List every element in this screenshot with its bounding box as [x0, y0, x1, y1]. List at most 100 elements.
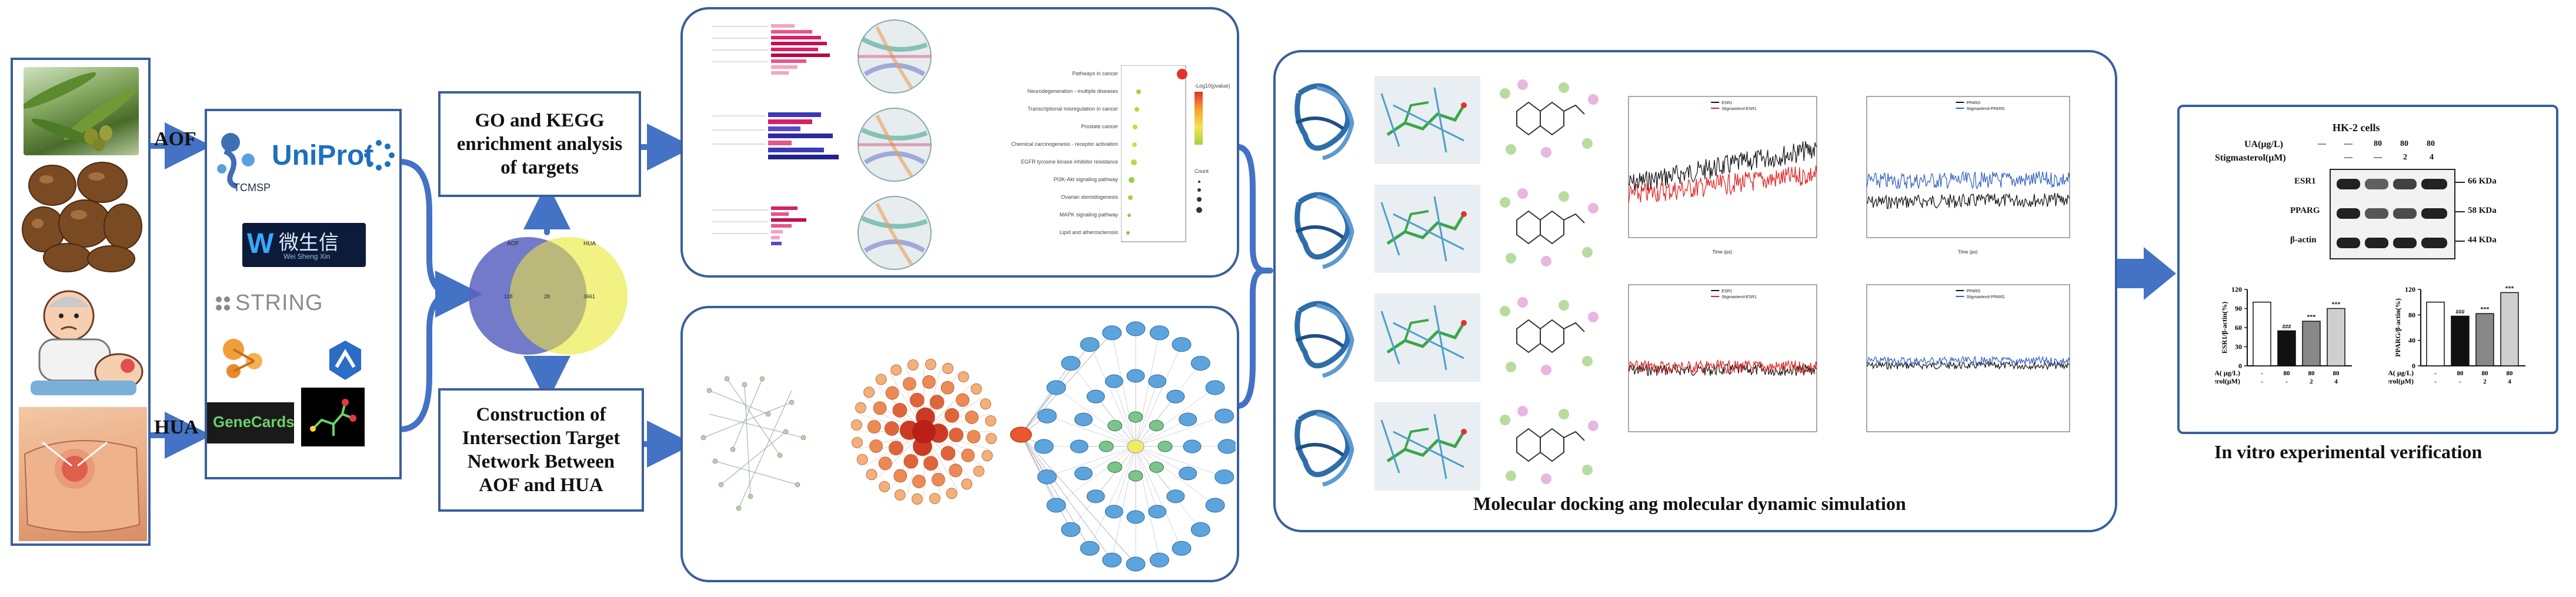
hub-node	[907, 359, 919, 371]
bar-significance: ***	[2307, 314, 2316, 321]
venn-overlap-count: 28	[544, 294, 550, 299]
hub-node	[903, 377, 916, 391]
hub-node	[912, 420, 936, 443]
genecards-logo: GeneCards	[207, 402, 295, 443]
docking-images	[1287, 70, 1629, 517]
go-chord-diagrams	[857, 19, 932, 270]
2d-interaction-map	[1500, 188, 1599, 266]
hub-node	[949, 428, 964, 442]
target-node	[1070, 439, 1089, 453]
bar-y-tick: 40	[2408, 336, 2415, 345]
hub-node	[942, 363, 954, 374]
target-node	[1190, 522, 1210, 537]
kegg-pathway-label: MAPK signaling pathway	[1059, 212, 1118, 218]
wb-weight-esr1: 66 KDa	[2468, 176, 2497, 186]
target-node	[1179, 466, 1197, 481]
tcmsp-logo	[213, 128, 266, 192]
kegg-bubble	[1129, 177, 1134, 183]
bar-x-ua: 80	[2333, 370, 2340, 377]
target-node	[1217, 439, 1236, 454]
bar-significance: ###	[2456, 309, 2465, 316]
invitro-caption: In vitro experimental verification	[2214, 441, 2482, 462]
hub-node	[946, 488, 957, 499]
target-node	[1061, 522, 1081, 537]
target-node	[1037, 469, 1057, 485]
bar	[2327, 308, 2345, 366]
hexagon-tool-icon	[325, 338, 366, 385]
compound-node	[1128, 470, 1143, 482]
bar-y-tick: 120	[2231, 285, 2242, 294]
bar-y-tick: 0	[2412, 362, 2415, 370]
bar-x-stig: 2	[2310, 378, 2313, 385]
target-node	[1190, 356, 1210, 371]
kegg-pathway-label: EGFR tyrosine kinase inhibitor resistanc…	[1020, 159, 1118, 165]
wb-stig-v4: 4	[2430, 153, 2434, 162]
hub-node	[970, 383, 982, 395]
target-node	[1205, 498, 1225, 513]
kegg-pathway-label: Chemical carcinogenesis - receptor activ…	[1011, 141, 1118, 147]
kegg-bubble	[1134, 107, 1139, 112]
target-node	[1179, 412, 1197, 426]
bar-y-tick: 120	[2405, 285, 2415, 294]
bar-x-stig: 2	[2483, 378, 2487, 385]
hub-node	[909, 392, 925, 408]
wb-stig-v2: —	[2374, 153, 2382, 162]
bar	[2451, 315, 2470, 366]
kegg-bubble	[1133, 125, 1137, 129]
wb-ua-v5: 80	[2427, 139, 2435, 148]
2d-interaction-map	[1500, 297, 1599, 375]
hub-node	[867, 420, 881, 433]
input-photos-panel	[11, 58, 151, 546]
wb-stig-row-label: Stigmasterol(μM)	[2215, 153, 2286, 163]
hub-node	[929, 493, 940, 504]
bar-y-tick: 0	[2238, 362, 2242, 370]
kegg-count-title: Count	[1194, 168, 1209, 174]
target-node	[1172, 337, 1192, 352]
md-trace	[1866, 171, 2070, 190]
aof-plant-photo	[21, 67, 139, 155]
band	[2337, 238, 2360, 248]
hub-node	[873, 401, 887, 415]
md-legend-label: ESR1	[1721, 101, 1732, 105]
target-node	[1086, 389, 1105, 403]
hub-node	[923, 456, 939, 471]
genecards-text: GeneCards	[213, 413, 295, 431]
target-node	[1172, 541, 1192, 556]
hub-node	[856, 453, 868, 465]
band	[2421, 179, 2447, 189]
hub-node	[851, 419, 862, 431]
bar-significance: ###	[2283, 323, 2291, 330]
hub-node	[879, 481, 890, 492]
hub-node	[863, 386, 875, 398]
ppi-network	[700, 376, 806, 511]
wb-cell-line: HK-2 cells	[2333, 122, 2380, 134]
network-panel	[680, 306, 1239, 582]
hub-node	[940, 381, 955, 395]
bar-x-ua: 80	[2507, 370, 2514, 377]
target-node	[1046, 498, 1066, 513]
ligand-pocket	[1380, 196, 1467, 262]
wb-ua-row-label: UA(μg/L)	[2244, 139, 2283, 149]
chord-diagram-2	[857, 108, 932, 182]
bar-x-stig: -	[2459, 378, 2461, 385]
uniprot-swirl-icon	[363, 139, 395, 172]
hub-node	[973, 465, 985, 477]
kegg-pathway-label: Pathways in cancer	[1072, 71, 1118, 76]
wb-band-row-esr1	[2331, 177, 2454, 191]
bar-significance: ***	[2332, 302, 2341, 308]
wb-weight-actin: 44 KDa	[2468, 235, 2497, 245]
hub-node	[875, 373, 887, 385]
bar-x-ua-label: UA( μg/L)	[2215, 369, 2240, 377]
wb-ua-v2: —	[2344, 139, 2353, 148]
kegg-pathway-label: PI3K-Akt signaling pathway	[1053, 176, 1118, 182]
wb-ua-v1: —	[2318, 139, 2326, 148]
target-node	[1102, 325, 1122, 341]
hub-node	[912, 493, 923, 505]
arrow-to-invitro	[2114, 247, 2176, 300]
md-legend-label: Stigmasterol-PPARG	[1967, 107, 2005, 111]
hub-node	[932, 472, 945, 486]
string-logo: STRING	[235, 291, 323, 315]
